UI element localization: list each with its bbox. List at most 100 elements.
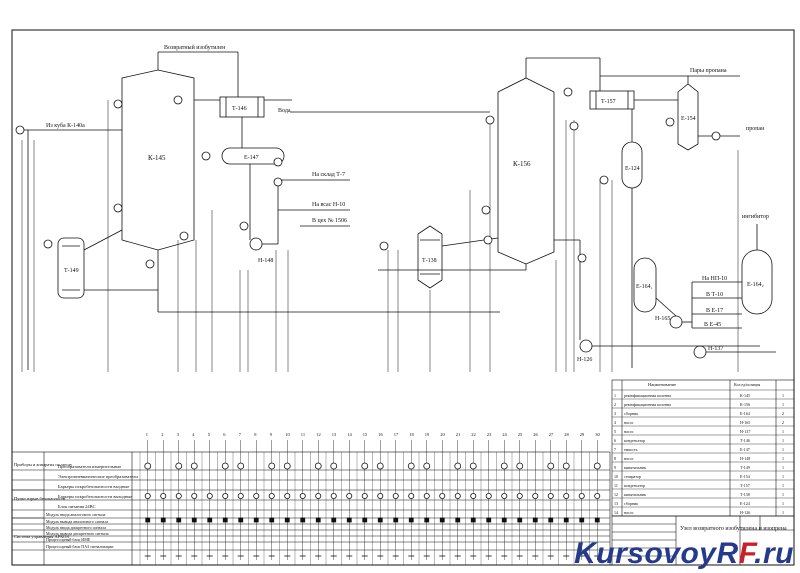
- barrier-symbol: [299, 492, 306, 499]
- module-symbol: [176, 517, 182, 523]
- equip-row-pos: К-156: [740, 402, 750, 407]
- loop-number: 24: [502, 432, 507, 437]
- equip-row-name: насос: [624, 420, 634, 425]
- equip-row-pos: Т-157: [740, 483, 750, 488]
- equip-row-pos: Н-148: [740, 456, 750, 461]
- barrier-symbol: [408, 492, 415, 499]
- transmitter-symbol: [237, 462, 245, 470]
- module-symbol: [548, 517, 554, 523]
- loop-number: 3: [177, 432, 180, 437]
- barrier-symbol: [268, 492, 275, 499]
- transmitter-symbol: [221, 462, 229, 470]
- barrier-symbol: [377, 492, 384, 499]
- module-symbol: [331, 517, 337, 523]
- module-symbol: [160, 517, 166, 523]
- equip-row-qty: 1: [782, 492, 784, 497]
- h126-label: Н-126: [577, 357, 592, 363]
- pump-h165: [669, 315, 683, 329]
- equip-row-name: конденсатор: [624, 483, 645, 488]
- transmitter-symbol: [407, 462, 415, 470]
- barrier-symbol: [253, 492, 260, 499]
- loop-number: 6: [223, 432, 226, 437]
- loop-number: 26: [533, 432, 538, 437]
- module-symbol: [315, 517, 321, 523]
- column-k156: [497, 57, 600, 265]
- row-label-8: Модуль вывода дискретного сигнала: [46, 531, 109, 536]
- loop-number: 20: [440, 432, 445, 437]
- reboiler-t149: [57, 237, 85, 299]
- pump-h137: [693, 345, 707, 359]
- equip-row-no: 12: [614, 492, 618, 497]
- label-to-e45: В Е-45: [704, 322, 721, 328]
- barrier-symbol: [330, 492, 337, 499]
- module-symbol: [408, 517, 414, 523]
- equip-row-pos: Т-149: [740, 465, 750, 470]
- module-symbol: [517, 517, 523, 523]
- equip-row-qty: 1: [782, 402, 784, 407]
- equip-row-name: ректификационная колонна: [624, 402, 671, 407]
- module-symbol: [532, 517, 538, 523]
- side-group-1: Пункт взрыв безопасности: [14, 496, 66, 501]
- loop-number: 28: [564, 432, 569, 437]
- transmitter-symbol: [516, 462, 524, 470]
- transmitter-symbol: [454, 462, 462, 470]
- equip-row-qty: 1: [782, 393, 784, 398]
- equip-row-name: сепаратор: [624, 474, 641, 479]
- equip-row-qty: 2: [782, 420, 784, 425]
- label-propane: пропан: [746, 126, 765, 132]
- equip-row-pos: Т-146: [740, 438, 750, 443]
- equip-row-no: 13: [614, 501, 618, 506]
- e147-label: Е-147: [244, 155, 259, 161]
- label-to-suction: На всас Н-10: [312, 202, 345, 208]
- equip-row-pos: Е-154: [740, 474, 750, 479]
- module-symbol: [145, 517, 151, 523]
- t146-label: Т-146: [232, 106, 247, 112]
- module-symbol: [222, 517, 228, 523]
- barrier-symbol: [423, 492, 430, 499]
- equip-row-name: емкость: [624, 447, 638, 452]
- loop-number: 14: [347, 432, 352, 437]
- instrument-bubbles: [15, 87, 721, 269]
- module-symbol: [393, 517, 399, 523]
- loop-number: 9: [270, 432, 273, 437]
- module-symbol: [470, 517, 476, 523]
- vessel-e164-1: [633, 257, 657, 313]
- equip-header-name: Наименование: [648, 382, 676, 387]
- drawing-title: Узел возвратного изобутилена и изопрена: [680, 525, 787, 532]
- equip-row-name: ректификационная колонна: [624, 393, 671, 398]
- barrier-symbol: [439, 492, 446, 499]
- equip-row-name: кипятильник: [624, 492, 646, 497]
- module-symbol: [191, 517, 197, 523]
- equip-row-no: 7: [614, 447, 616, 452]
- module-symbol: [563, 517, 569, 523]
- e154-label: Е-154: [681, 116, 696, 122]
- barrier-symbol: [578, 492, 585, 499]
- barrier-symbol: [175, 492, 182, 499]
- loop-number: 17: [394, 432, 399, 437]
- equip-row-name: кипятильник: [624, 465, 646, 470]
- equip-row-no: 10: [614, 474, 618, 479]
- loop-number: 29: [580, 432, 585, 437]
- equip-row-pos: Н-137: [740, 429, 750, 434]
- equip-row-qty: 2: [782, 411, 784, 416]
- barrier-symbol: [191, 492, 198, 499]
- module-symbol: [501, 517, 507, 523]
- module-symbol: [579, 517, 585, 523]
- loop-number: 19: [425, 432, 430, 437]
- row-label-1: Электропневматические преобразователи: [58, 474, 138, 479]
- equip-row-pos: Т-138: [740, 492, 750, 497]
- barrier-symbol: [361, 492, 368, 499]
- barrier-symbol: [144, 492, 151, 499]
- loop-number: 8: [254, 432, 257, 437]
- loop-number: 12: [316, 432, 321, 437]
- loop-number: 16: [378, 432, 383, 437]
- drawing-title-text: Узел возвратного изобутилена и изопрена: [680, 525, 787, 532]
- t157-label: Т-157: [601, 99, 616, 105]
- module-symbol: [207, 517, 213, 523]
- module-symbol: [424, 517, 430, 523]
- row-label-3: Барьеры искробезопасности выходные: [58, 494, 132, 499]
- t149-label: Т-149: [64, 268, 79, 274]
- transmitter-symbol: [423, 462, 431, 470]
